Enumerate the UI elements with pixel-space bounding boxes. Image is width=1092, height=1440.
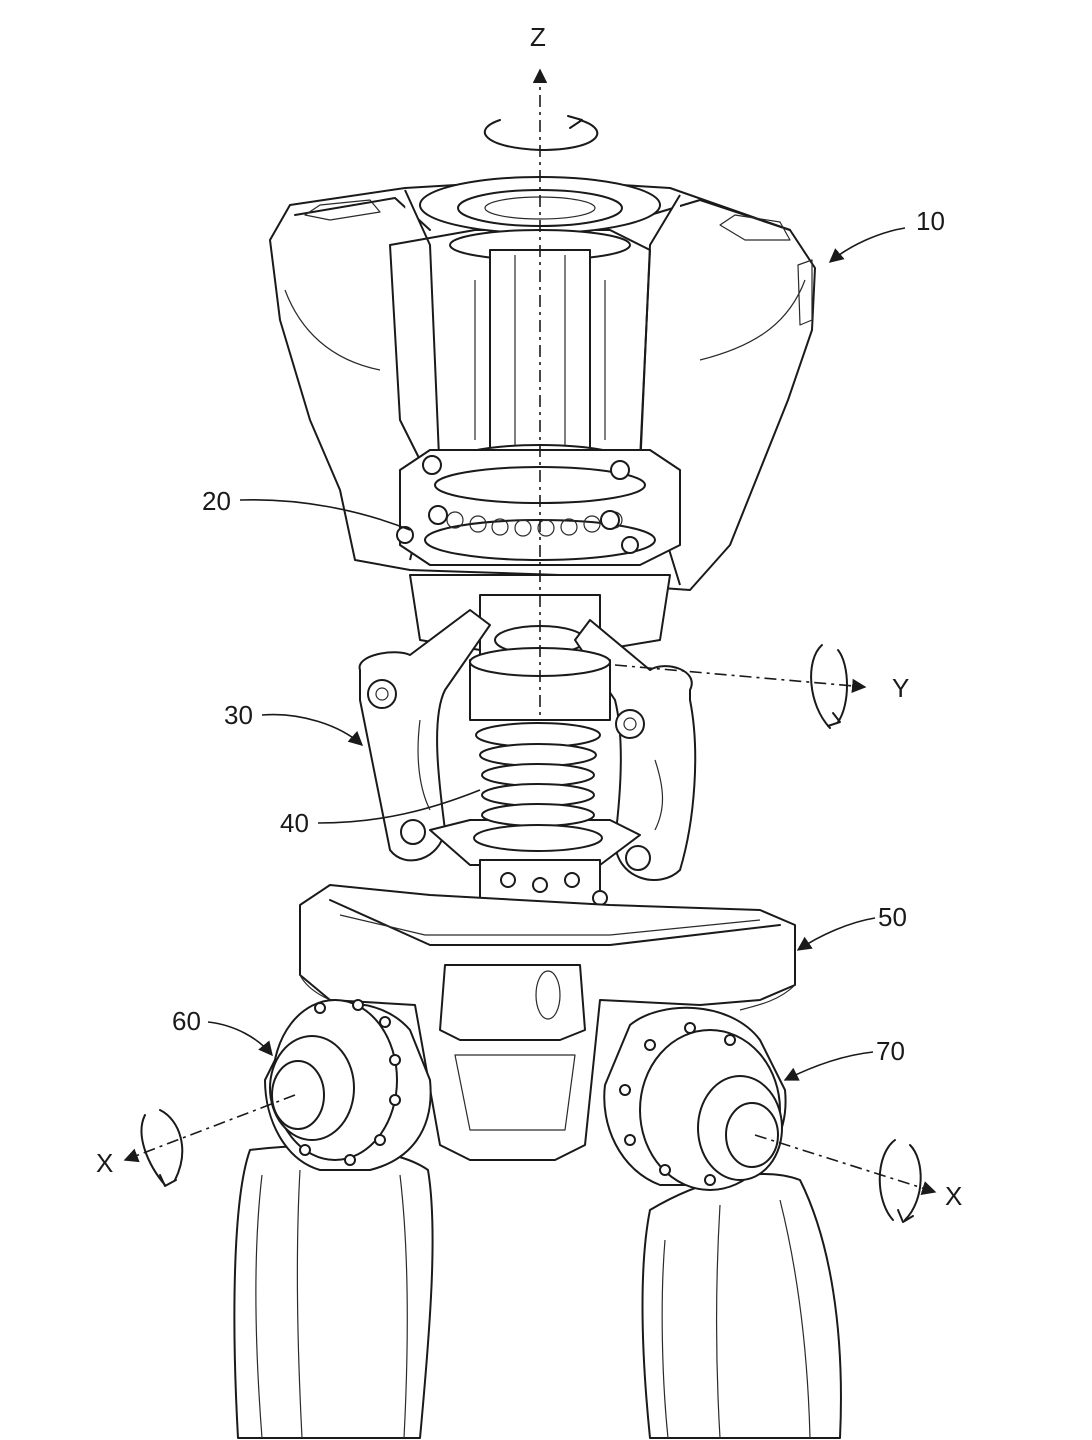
z-axis: [483, 68, 599, 720]
pelvis-frame: [299, 884, 796, 1161]
left-hip-actuator: [264, 999, 432, 1171]
ref-label-60: 60: [172, 1006, 201, 1036]
axis-label-z: Z: [530, 22, 546, 52]
right-hip-actuator: [603, 1006, 787, 1191]
ref-label-50: 50: [878, 902, 907, 932]
x-axis-left: [123, 1094, 296, 1187]
x-axis-right: [754, 1134, 937, 1223]
ref-label-10: 10: [916, 206, 945, 236]
axis-label-x-right: X: [945, 1181, 962, 1211]
leader-10: [828, 227, 906, 263]
bearing-assembly: [396, 449, 681, 566]
ref-label-30: 30: [224, 700, 253, 730]
right-leg: [641, 1173, 842, 1439]
axis-label-x-left: X: [96, 1148, 113, 1178]
leader-50: [796, 917, 876, 951]
leader-20: [239, 498, 411, 531]
y-axis: [614, 644, 867, 729]
ref-label-40: 40: [280, 808, 309, 838]
leader-60: [207, 1021, 273, 1057]
leader-70: [783, 1051, 874, 1081]
ref-label-20: 20: [202, 486, 231, 516]
left-leg: [233, 1145, 434, 1439]
spring: [473, 722, 603, 852]
leader-30: [261, 713, 364, 746]
leader-40: [317, 789, 481, 824]
axis-label-y: Y: [892, 673, 909, 703]
ref-label-70: 70: [876, 1036, 905, 1066]
